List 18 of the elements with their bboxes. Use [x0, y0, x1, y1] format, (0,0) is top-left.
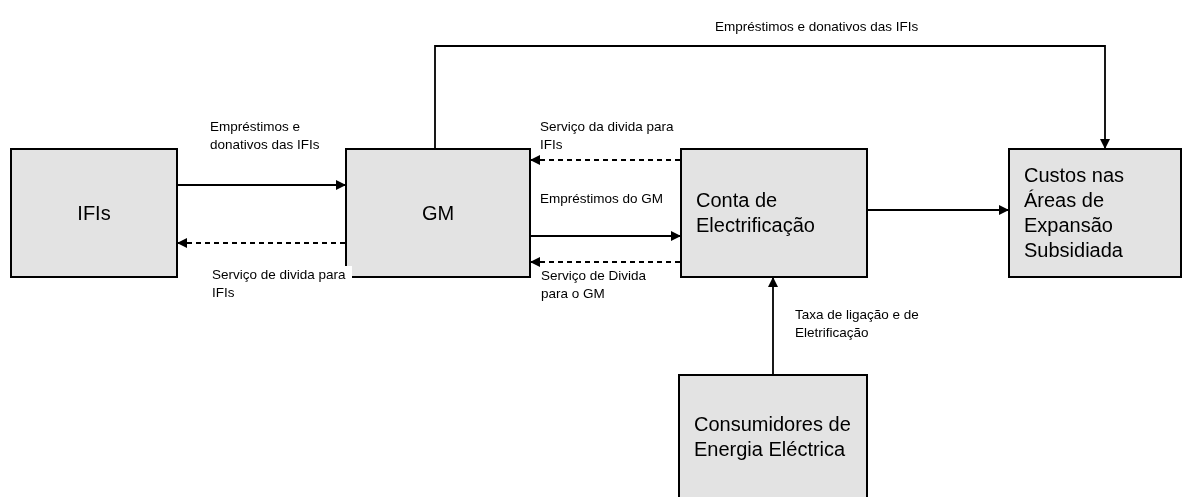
arrow [177, 180, 346, 190]
box-text: IFIs [77, 200, 111, 226]
arrow [530, 231, 681, 241]
arrow [434, 45, 1110, 149]
box-text: GM [421, 200, 455, 226]
box-text: Custos nas Áreas de Expansão Subsidiada [1024, 163, 1126, 263]
dashed-arrow [530, 257, 681, 267]
box-text: Consumidores de Energia Eléctrica [694, 411, 852, 462]
process-box [10, 148, 178, 278]
process-box [1008, 148, 1182, 278]
process-box [345, 148, 531, 278]
arrow [768, 277, 778, 375]
process-box [680, 148, 868, 278]
process-box [678, 374, 868, 497]
dashed-arrow [177, 238, 346, 248]
box-text: Conta de Electrificação [696, 188, 816, 238]
dashed-arrow [530, 155, 681, 165]
arrow [867, 205, 1009, 215]
